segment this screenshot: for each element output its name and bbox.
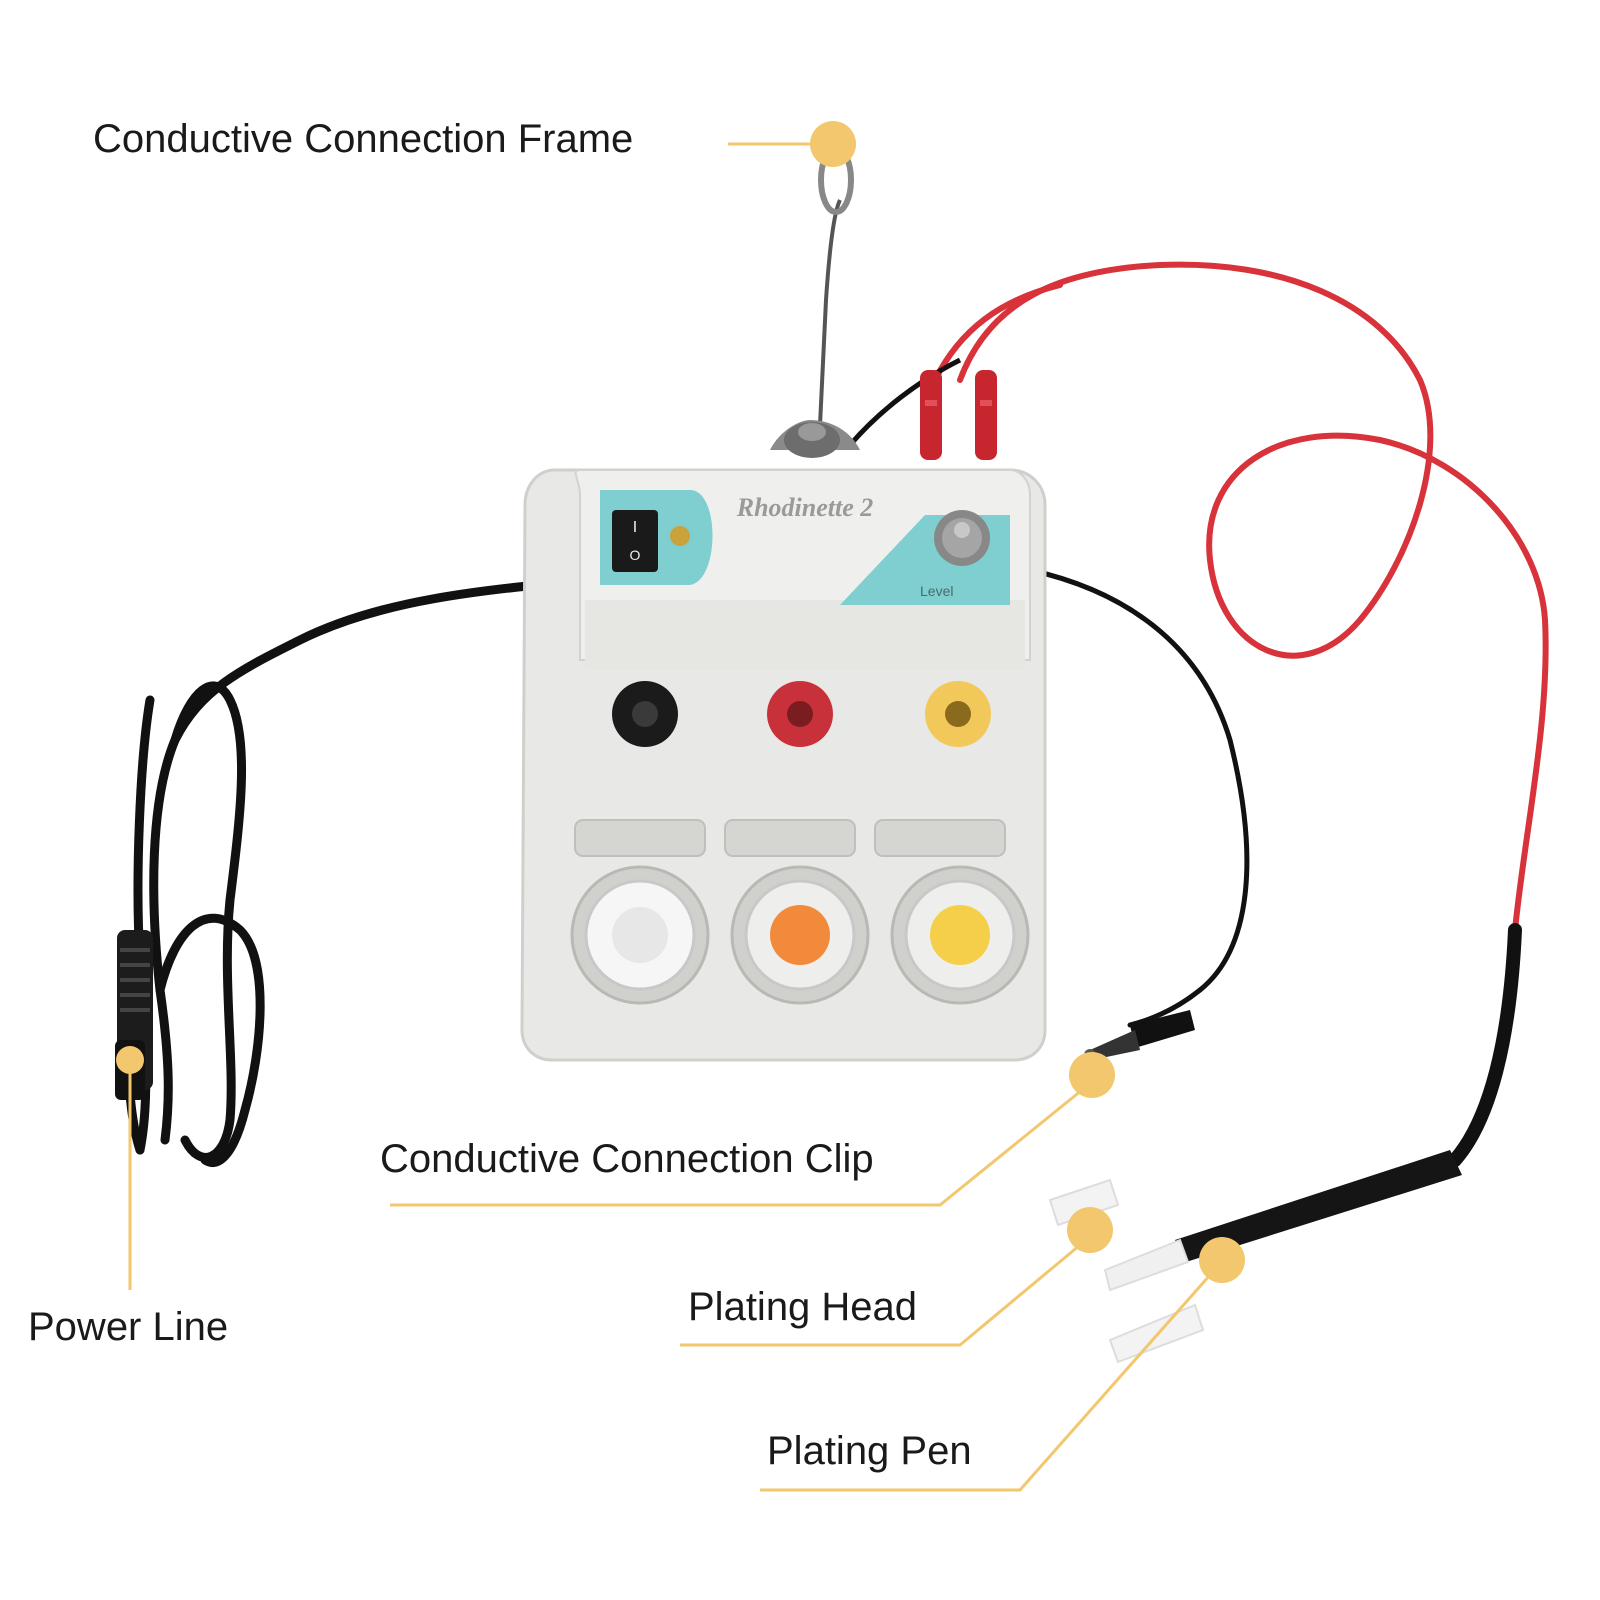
tray-slots bbox=[574, 819, 1006, 857]
callout-label-power: Power Line bbox=[28, 1305, 228, 1349]
callout-marker bbox=[1067, 1207, 1113, 1253]
level-label: Level bbox=[920, 583, 953, 599]
power-switch[interactable] bbox=[612, 510, 658, 572]
callout-clip: Conductive Connection Clip bbox=[380, 1052, 1115, 1207]
solution-dishes bbox=[570, 865, 1030, 1005]
dish-yellow bbox=[930, 905, 990, 965]
callout-label-clip: Conductive Connection Clip bbox=[380, 1137, 874, 1181]
conductive-clip bbox=[1084, 1010, 1195, 1061]
conductive-frame bbox=[818, 145, 854, 426]
callout-head: Plating Head bbox=[680, 1207, 1113, 1347]
power-line-cable bbox=[123, 575, 595, 1167]
black-lead-top bbox=[848, 357, 962, 447]
indicator-light bbox=[670, 526, 690, 546]
output-sockets bbox=[612, 681, 991, 747]
banana-plugs bbox=[920, 370, 997, 460]
switch-on-label: I bbox=[633, 519, 637, 536]
callout-pen: Plating Pen bbox=[760, 1237, 1245, 1492]
plating-device: I O Rhodinette 2 Level bbox=[520, 370, 1047, 1062]
callout-label-pen: Plating Pen bbox=[767, 1429, 972, 1473]
callout-marker bbox=[1199, 1237, 1245, 1283]
red-lead-cable bbox=[957, 261, 1549, 933]
red-lead-branch bbox=[932, 282, 1063, 383]
callout-label-frame: Conductive Connection Frame bbox=[93, 117, 633, 161]
plating-pen bbox=[1103, 923, 1522, 1292]
switch-off-label: O bbox=[630, 547, 641, 563]
callout-label-head: Plating Head bbox=[688, 1285, 917, 1329]
callout-power: Power Line bbox=[28, 1046, 228, 1349]
level-knob[interactable] bbox=[934, 510, 990, 566]
callout-frame: Conductive Connection Frame bbox=[93, 117, 856, 167]
callout-marker bbox=[810, 121, 856, 167]
callout-marker bbox=[1069, 1052, 1115, 1098]
dish-orange bbox=[770, 905, 830, 965]
brand-logo: Rhodinette 2 bbox=[736, 493, 874, 522]
power-plug bbox=[115, 930, 153, 1100]
black-lead-cable bbox=[1027, 567, 1250, 1028]
